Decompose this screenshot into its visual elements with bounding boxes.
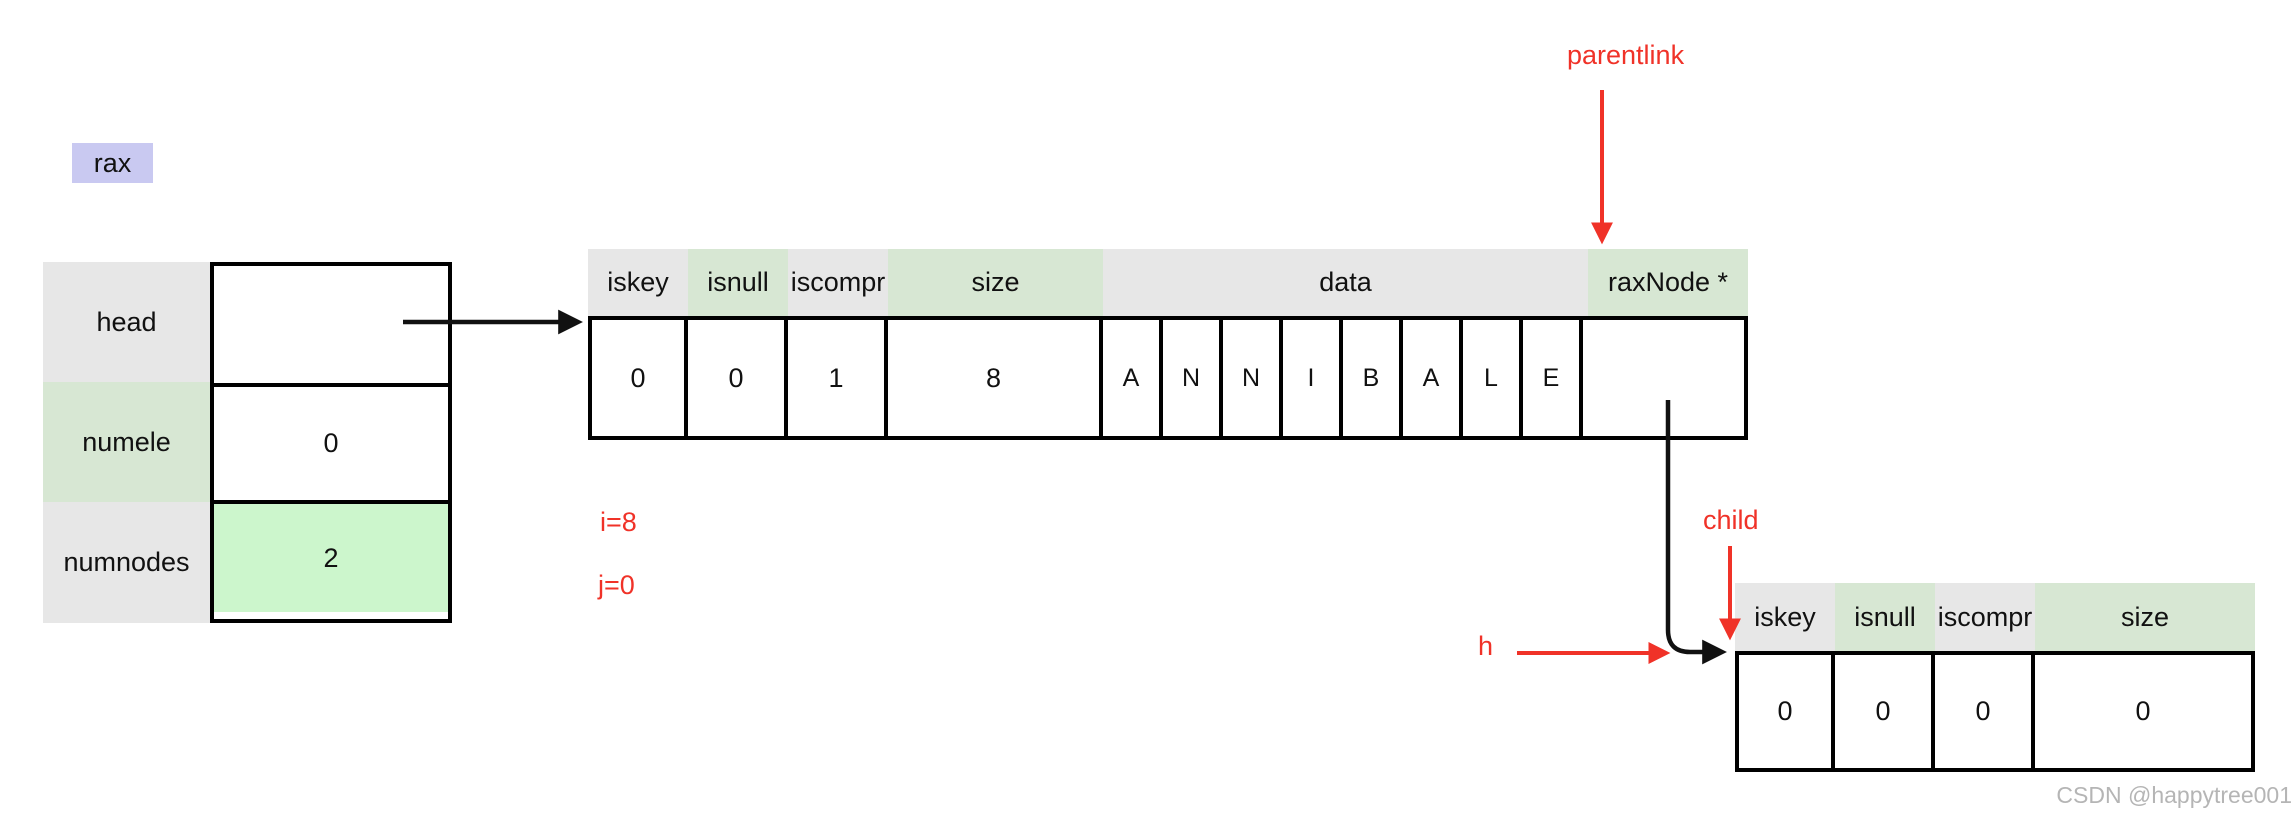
rax-struct-value-column: 0 2 (210, 262, 452, 623)
data-cell-5: A (1403, 320, 1463, 436)
header-size: size (888, 249, 1103, 316)
child-node: iskey isnull iscompr size 0 0 0 0 (1735, 583, 2255, 772)
cell-iscompr: 1 (788, 320, 888, 436)
data-cell-4: B (1343, 320, 1403, 436)
cell-iskey: 0 (1739, 655, 1835, 768)
header-raxnode-ptr: raxNode * (1588, 249, 1748, 316)
cell-raxnode-ptr (1583, 320, 1744, 436)
cell-size: 8 (888, 320, 1103, 436)
j-counter-label: j=0 (598, 570, 635, 600)
parentlink-label: parentlink (1567, 40, 1685, 70)
header-isnull: isnull (688, 249, 788, 316)
field-label-numnodes: numnodes (43, 502, 210, 623)
cell-isnull: 0 (688, 320, 788, 436)
h-label: h (1478, 631, 1494, 661)
csdn-watermark: CSDN @happytree001 (2056, 782, 2292, 808)
header-size: size (2035, 583, 2255, 651)
data-cell-0: A (1103, 320, 1163, 436)
root-node-cell-row: 0 0 1 8 A N N I B A L E (588, 316, 1748, 440)
root-node-header-row: iskey isnull iscompr size data raxNode * (588, 249, 1748, 316)
data-cell-7: E (1523, 320, 1583, 436)
cell-size: 0 (2035, 655, 2251, 768)
data-cell-3: I (1283, 320, 1343, 436)
cell-iskey: 0 (592, 320, 688, 436)
header-isnull: isnull (1835, 583, 1935, 651)
header-iscompr: iscompr (1935, 583, 2035, 651)
cell-iscompr: 0 (1935, 655, 2035, 768)
rax-struct-label-column: head numele numnodes (43, 262, 210, 623)
field-label-numele: numele (43, 382, 210, 502)
child-node-header-row: iskey isnull iscompr size (1735, 583, 2255, 651)
cell-isnull: 0 (1835, 655, 1935, 768)
data-cell-6: L (1463, 320, 1523, 436)
field-value-numele: 0 (214, 383, 448, 500)
data-cell-2: N (1223, 320, 1283, 436)
header-iscompr: iscompr (788, 249, 888, 316)
rax-struct-chip: rax (72, 143, 153, 183)
field-value-head (214, 266, 448, 383)
child-label: child (1703, 505, 1759, 535)
field-label-head: head (43, 262, 210, 382)
data-cell-1: N (1163, 320, 1223, 436)
header-iskey: iskey (588, 249, 688, 316)
header-data: data (1103, 249, 1588, 316)
header-iskey: iskey (1735, 583, 1835, 651)
child-node-cell-row: 0 0 0 0 (1735, 651, 2255, 772)
root-node: iskey isnull iscompr size data raxNode *… (588, 249, 1748, 440)
field-value-numnodes: 2 (214, 500, 448, 612)
i-counter-label: i=8 (600, 507, 637, 537)
